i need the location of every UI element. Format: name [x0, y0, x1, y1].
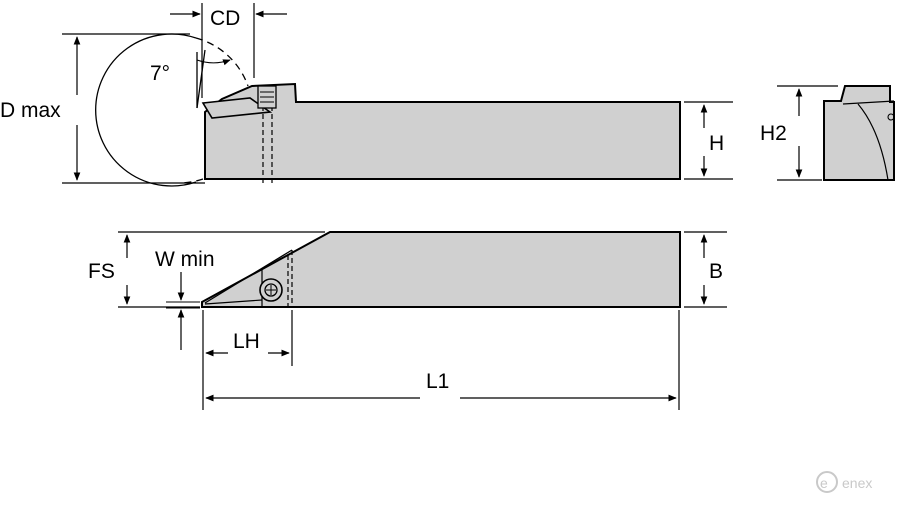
- cd-label: CD: [210, 7, 240, 30]
- w-min-label: W min: [155, 248, 215, 271]
- svg-text:e: e: [820, 475, 828, 491]
- side-view: 7° CD D max H: [0, 3, 733, 187]
- l1-label: L1: [426, 370, 449, 393]
- tool-shank-plan: [201, 231, 681, 308]
- d-max-label: D max: [0, 99, 61, 122]
- watermark: e enex: [816, 471, 872, 493]
- plan-view: FS W min B LH L1: [88, 231, 727, 410]
- insert-blade: [201, 97, 273, 119]
- angle-label: 7°: [150, 62, 170, 85]
- watermark-logo-icon: [816, 471, 838, 493]
- fs-label: FS: [88, 260, 115, 283]
- tool-end-face: [823, 85, 895, 181]
- h-label: H: [709, 132, 724, 155]
- d-max-circle-dashed: [195, 37, 249, 87]
- h2-label: H2: [760, 122, 787, 145]
- d-max-circle-dashed-lower: [179, 178, 204, 184]
- lh-label: LH: [233, 330, 260, 353]
- d-max-circle: [95, 33, 197, 187]
- b-label: B: [709, 260, 723, 283]
- watermark-text: enex: [842, 475, 872, 491]
- end-view: H2: [760, 85, 895, 181]
